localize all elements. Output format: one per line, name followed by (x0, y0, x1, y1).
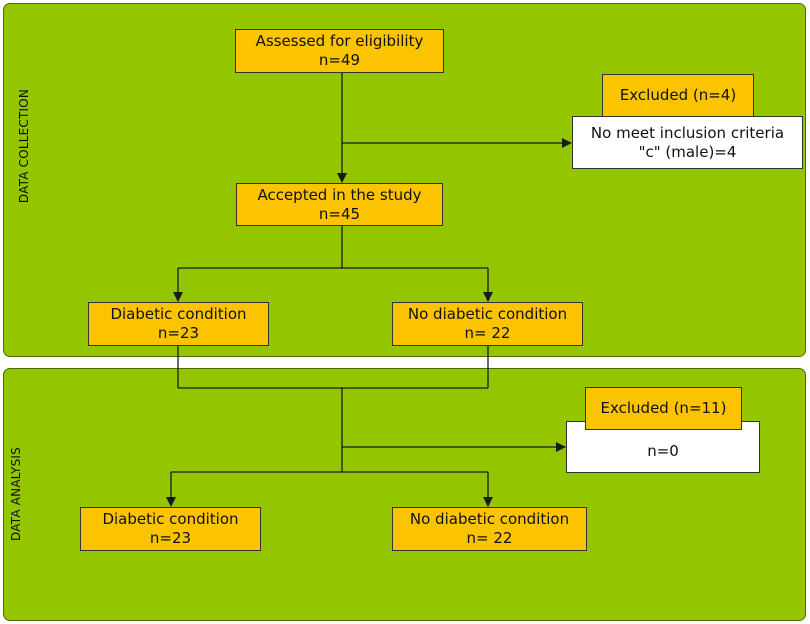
data-collection-label: DATA COLLECTION (17, 88, 31, 204)
excluded-collection-title: Excluded (n=4) (619, 86, 737, 104)
diabetic-analysis-label: Diabetic condition (102, 510, 239, 528)
excluded-analysis-header: Excluded (n=11) (585, 387, 742, 430)
excluded-collection-details: No meet inclusion criteria "c" (male)=4 (572, 116, 803, 169)
no-diabetic-condition-analysis-box: No diabetic condition n= 22 (392, 507, 587, 551)
diabetic-condition-collection-box: Diabetic condition n=23 (88, 302, 269, 346)
excluded-collection-count: "c" (male)=4 (638, 142, 737, 161)
excluded-collection-header: Excluded (n=4) (602, 74, 754, 117)
data-analysis-label: DATA ANALYSIS (9, 447, 23, 541)
diabetic-condition-analysis-box: Diabetic condition n=23 (80, 507, 261, 551)
assessed-for-eligibility-box: Assessed for eligibility n=49 (235, 29, 444, 73)
nodiabetic-collection-count: n= 22 (464, 324, 511, 342)
assessed-count: n=49 (318, 51, 361, 69)
excluded-collection-reason: No meet inclusion criteria (590, 123, 785, 142)
excluded-analysis-title: Excluded (n=11) (600, 399, 727, 417)
nodiabetic-analysis-label: No diabetic condition (409, 510, 570, 528)
accepted-in-study-box: Accepted in the study n=45 (236, 183, 443, 226)
diabetic-collection-label: Diabetic condition (110, 305, 247, 323)
nodiabetic-collection-label: No diabetic condition (407, 305, 568, 323)
nodiabetic-analysis-count: n= 22 (466, 529, 513, 547)
accepted-count: n=45 (318, 204, 361, 223)
assessed-label: Assessed for eligibility (255, 32, 424, 50)
diabetic-analysis-count: n=23 (149, 529, 192, 547)
diabetic-collection-count: n=23 (157, 324, 200, 342)
accepted-label: Accepted in the study (257, 185, 422, 204)
no-diabetic-condition-collection-box: No diabetic condition n= 22 (392, 302, 583, 346)
excluded-analysis-count: n=0 (647, 441, 679, 460)
